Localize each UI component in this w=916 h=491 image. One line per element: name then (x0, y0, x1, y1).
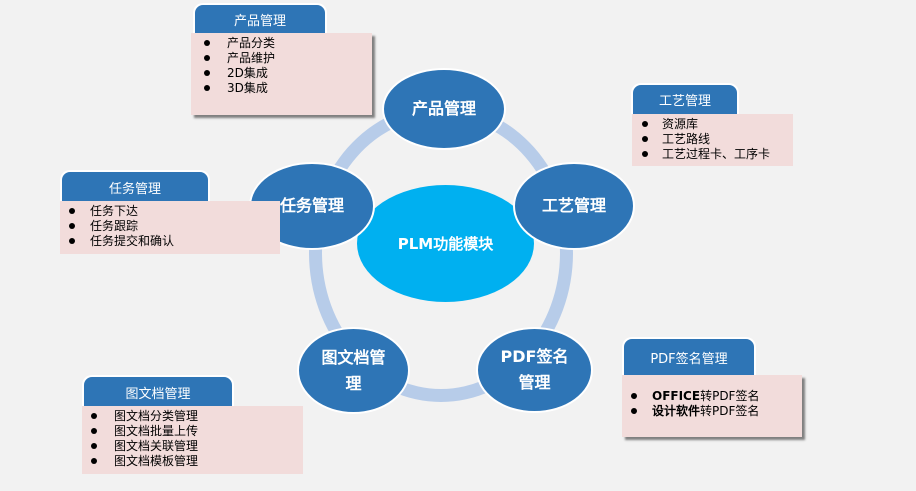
list-item: 资源库 (632, 117, 793, 132)
item-text-bold: OFFICE (652, 389, 701, 403)
item-text: 转PDF签名 (700, 404, 760, 418)
node-label: 图文档管 理 (321, 345, 385, 397)
panel-title: 产品管理 (193, 3, 327, 34)
panel-title: 任务管理 (60, 170, 210, 202)
center-label: PLM功能模块 (397, 235, 494, 253)
bullet-icon (642, 136, 648, 142)
bullet-icon (91, 458, 97, 464)
node-label: 任务管理 (279, 196, 344, 215)
item-text: 任务跟踪 (90, 219, 139, 233)
item-text: 图文档批量上传 (114, 424, 199, 438)
panel-body: 资源库 工艺路线 工艺过程卡、工序卡 (632, 114, 793, 166)
node-task-management: 任务管理 (249, 162, 375, 250)
panel-body: OFFICE转PDF签名 设计软件转PDF签名 (622, 375, 802, 437)
node-document-management: 图文档管 理 (297, 327, 410, 414)
panel-body: 任务下达 任务跟踪 任务提交和确认 (60, 201, 280, 254)
bullet-icon (69, 223, 75, 229)
list-item: 图文档批量上传 (82, 424, 303, 439)
list-item: 工艺过程卡、工序卡 (632, 147, 793, 162)
item-list: OFFICE转PDF签名 设计软件转PDF签名 (622, 389, 802, 419)
item-text: 转PDF签名 (700, 389, 760, 403)
node-label: 产品管理 (411, 99, 476, 118)
item-text: 工艺过程卡、工序卡 (662, 147, 771, 161)
item-text: 产品分类 (227, 36, 276, 50)
list-item: 设计软件转PDF签名 (622, 404, 802, 419)
list-item: 工艺路线 (632, 132, 793, 147)
bullet-icon (204, 70, 210, 76)
panel-title: 图文档管理 (82, 375, 234, 407)
node-label-line2: 理 (345, 373, 362, 393)
list-item: 图文档模板管理 (82, 454, 303, 469)
list-item: OFFICE转PDF签名 (622, 389, 802, 404)
bullet-icon (631, 408, 637, 414)
bullet-icon (642, 121, 648, 127)
item-text: 工艺路线 (662, 132, 711, 146)
bullet-icon (91, 428, 97, 434)
list-item: 产品分类 (191, 36, 372, 51)
bullet-icon (204, 55, 210, 61)
item-list: 资源库 工艺路线 工艺过程卡、工序卡 (632, 117, 793, 162)
center-node-plm: PLM功能模块 (357, 185, 534, 302)
item-text: 任务提交和确认 (90, 234, 175, 248)
item-list: 任务下达 任务跟踪 任务提交和确认 (60, 204, 280, 249)
bullet-icon (91, 413, 97, 419)
list-item: 2D集成 (191, 66, 372, 81)
item-text: 图文档模板管理 (114, 454, 199, 468)
item-text: 2D集成 (227, 66, 268, 80)
node-label-line1: 图文档管 (321, 347, 386, 367)
item-text: 任务下达 (90, 204, 139, 218)
item-list: 产品分类 产品维护 2D集成 3D集成 (191, 36, 372, 96)
item-text: 产品维护 (227, 51, 276, 65)
item-text-bold: 设计软件 (652, 404, 701, 418)
panel-title: PDF签名管理 (622, 337, 756, 376)
item-text: 图文档分类管理 (114, 409, 199, 423)
item-text: 图文档关联管理 (114, 439, 199, 453)
panel-title: 工艺管理 (631, 83, 739, 114)
panel-body: 产品分类 产品维护 2D集成 3D集成 (191, 33, 372, 115)
bullet-icon (69, 208, 75, 214)
node-label-line2: 管理 (518, 373, 551, 392)
panel-body: 图文档分类管理 图文档批量上传 图文档关联管理 图文档模板管理 (82, 406, 303, 474)
item-list: 图文档分类管理 图文档批量上传 图文档关联管理 图文档模板管理 (82, 409, 303, 469)
node-label: PDF签名 管理 (501, 344, 569, 396)
bullet-icon (91, 443, 97, 449)
node-pdf-signature: PDF签名 管理 (476, 327, 593, 413)
bullet-icon (631, 393, 637, 399)
list-item: 图文档关联管理 (82, 439, 303, 454)
node-label: 工艺管理 (541, 196, 606, 215)
node-product-management: 产品管理 (382, 68, 506, 150)
list-item: 任务提交和确认 (60, 234, 280, 249)
list-item: 图文档分类管理 (82, 409, 303, 424)
item-text: 资源库 (662, 117, 699, 131)
node-label-line1: PDF签名 (500, 347, 569, 366)
node-process-management: 工艺管理 (513, 162, 635, 250)
list-item: 任务跟踪 (60, 219, 280, 234)
bullet-icon (204, 40, 210, 46)
list-item: 任务下达 (60, 204, 280, 219)
list-item: 产品维护 (191, 51, 372, 66)
bullet-icon (204, 85, 210, 91)
bullet-icon (642, 151, 648, 157)
item-text: 3D集成 (227, 81, 268, 95)
bullet-icon (69, 238, 75, 244)
list-item: 3D集成 (191, 81, 372, 96)
